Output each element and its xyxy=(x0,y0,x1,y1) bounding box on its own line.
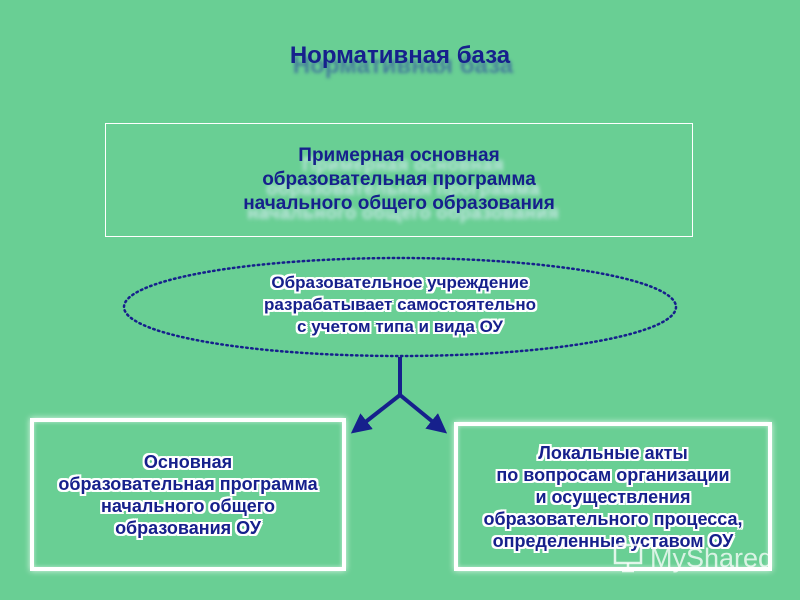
local-acts-box: Локальные акты по вопросам организации и… xyxy=(454,422,772,571)
exemplary-program-box: Примерная основная образовательная прогр… xyxy=(105,123,693,237)
branch-arrows xyxy=(350,357,448,434)
institution-ellipse-outline xyxy=(122,256,678,358)
institution-ellipse-text: Образовательное учреждение разрабатывает… xyxy=(263,273,537,336)
page-title: Нормативная база xyxy=(289,42,511,69)
arrow-right xyxy=(398,393,448,434)
local-acts-text: Локальные акты по вопросам организации и… xyxy=(483,442,743,551)
exemplary-program-text: Примерная основная образовательная прогр… xyxy=(243,145,555,214)
watermark: MyShared xyxy=(612,538,782,578)
arrow-left xyxy=(350,393,402,434)
institution-ellipse xyxy=(122,256,678,358)
main-program-text: Основная образовательная программа начал… xyxy=(58,451,318,538)
watermark-text: MyShared xyxy=(650,542,774,573)
presentation-board-icon xyxy=(613,543,643,573)
main-program-box: Основная образовательная программа начал… xyxy=(30,418,346,571)
